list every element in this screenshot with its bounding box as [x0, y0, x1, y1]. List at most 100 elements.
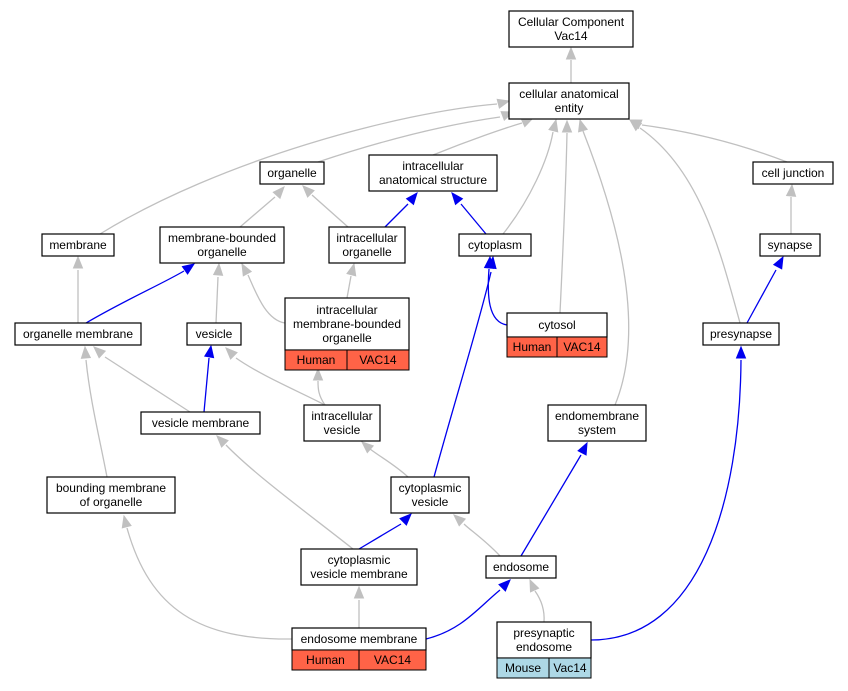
edge-cytoplasm-part-of-ias — [451, 191, 487, 235]
node-box — [508, 82, 630, 120]
node-orgmem[interactable]: organelle membrane — [14, 322, 142, 346]
node-box — [284, 297, 410, 351]
node-label-line: endomembrane — [555, 409, 639, 423]
node-endosome[interactable]: endosome — [485, 555, 557, 579]
node-label-line: vesicle — [412, 495, 449, 509]
edge-imbo-is-a-mbo — [241, 262, 286, 324]
node-box — [14, 322, 142, 346]
edge-endosys-is-a-cae — [578, 118, 630, 406]
node-label-line: anatomical structure — [379, 173, 487, 187]
edge-iv-is-a-vesicle — [225, 347, 326, 406]
node-label-line: cytoplasmic — [328, 553, 391, 567]
node-label-line: Vac14 — [554, 29, 587, 43]
annotation-row: Human VAC14 — [506, 336, 608, 358]
node-label-line: of organelle — [80, 495, 143, 509]
node-box — [41, 233, 115, 257]
node-label-line: intracellular — [336, 231, 397, 245]
node-label-line: cytoplasmic — [399, 481, 462, 495]
edge-orgmem-part-of-mbo — [85, 263, 196, 324]
node-box — [759, 233, 821, 257]
node-label-line: membrane-bounded — [168, 231, 276, 245]
node-vesicle[interactable]: vesicle — [186, 322, 242, 346]
edge-io-is-a-organelle — [302, 185, 349, 228]
node-label-line: organelle — [267, 166, 317, 180]
edge-cytosol-is-a-cae — [559, 119, 573, 314]
node-box — [458, 233, 532, 257]
node-label-line: organelle — [197, 245, 247, 259]
node-box — [752, 161, 834, 185]
annotation-gene: VAC14 — [563, 340, 600, 354]
node-celljunc[interactable]: cell junction — [752, 161, 834, 185]
edge-iv-is-a-imbo — [312, 367, 326, 406]
node-box — [506, 312, 608, 338]
edge-preendo-part-of-presynapse — [590, 345, 747, 641]
edge-cv-part-of-cytoplasm — [433, 255, 497, 478]
node-label-line: entity — [555, 101, 584, 115]
node-label-line: cytosol — [538, 318, 575, 332]
annotation-species: Human — [306, 653, 345, 667]
node-label-line: membrane — [49, 238, 107, 252]
annotation-gene: VAC14 — [359, 353, 396, 367]
node-box — [547, 404, 647, 442]
node-label-line: presynapse — [710, 327, 772, 341]
node-presynapse[interactable]: presynapse — [702, 322, 780, 346]
edge-vesmem-part-of-vesicle — [203, 344, 215, 413]
node-label-line: presynaptic — [513, 626, 574, 640]
node-label-line: bounding membrane — [56, 481, 166, 495]
node-vesmem[interactable]: vesicle membrane — [140, 411, 261, 435]
edge-celljunc-is-a-cae — [628, 119, 788, 163]
node-label-line: intracellular — [311, 409, 372, 423]
node-label-line: endosome membrane — [301, 632, 418, 646]
node-box — [186, 322, 242, 346]
node-organelle[interactable]: organelle — [259, 161, 325, 185]
node-label-line: endosome — [493, 560, 549, 574]
node-synapse[interactable]: synapse — [759, 233, 821, 257]
edge-presynapse-is-a-cae — [628, 119, 741, 324]
edge-cvm-part-of-cv — [358, 513, 412, 550]
annotation-row: Mouse Vac14 — [496, 657, 592, 679]
edge-endosome-is-a-cv — [453, 514, 501, 557]
node-imbo[interactable]: intracellularmembrane-boundedorganelleHu… — [284, 297, 410, 371]
node-label-line: vesicle membrane — [310, 567, 408, 581]
node-label-line: intracellular — [316, 303, 377, 317]
node-label-line: vesicle — [196, 327, 233, 341]
node-label-line: cellular anatomical — [519, 87, 618, 101]
node-label-line: membrane-bounded — [293, 317, 401, 331]
edge-endosome-part-of-endosys — [520, 441, 588, 557]
node-label-line: intracellular — [402, 159, 463, 173]
node-box — [485, 555, 557, 579]
node-label-line: system — [578, 423, 616, 437]
node-box — [390, 476, 470, 514]
annotation-gene: Vac14 — [553, 661, 586, 675]
edge-presynapse-part-of-synapse — [746, 255, 784, 324]
edge-cvm-is-a-vesmem — [216, 435, 354, 550]
node-cytoplasm[interactable]: cytoplasm — [458, 233, 532, 257]
node-label-line: synapse — [768, 238, 813, 252]
node-box — [300, 548, 418, 586]
node-membrane[interactable]: membrane — [41, 233, 115, 257]
node-label-line: vesicle membrane — [152, 416, 250, 430]
edge-endomem-is-a-bmo — [121, 514, 293, 640]
annotation-species: Human — [513, 340, 552, 354]
node-label-line: cytoplasm — [468, 238, 522, 252]
node-box — [140, 411, 261, 435]
annotation-species: Mouse — [505, 661, 541, 675]
node-label-line: cell junction — [762, 166, 825, 180]
